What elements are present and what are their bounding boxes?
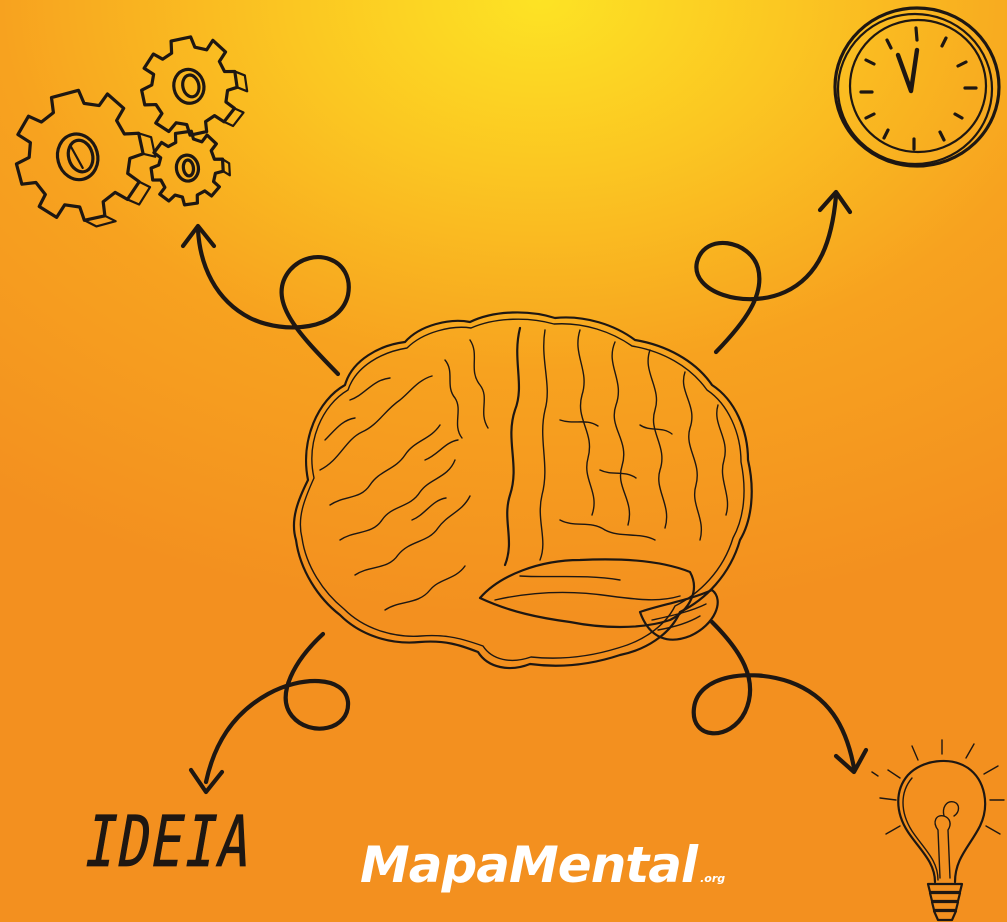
- arrow-to-idea: [188, 631, 351, 795]
- brain-icon: [292, 311, 753, 670]
- arrow-to-bulb: [691, 619, 869, 775]
- idea-label: IDEIA: [78, 802, 260, 884]
- gears-icon: [14, 35, 249, 228]
- clock-icon: [833, 6, 1001, 168]
- logo-tld: .org: [700, 872, 726, 885]
- logo-text: MapaMental: [360, 836, 698, 894]
- lightbulb-icon: [871, 739, 1005, 922]
- arrow-to-gears: [180, 223, 351, 377]
- arrow-to-clock: [694, 189, 853, 355]
- mapamental-logo[interactable]: MapaMental .org: [360, 820, 725, 890]
